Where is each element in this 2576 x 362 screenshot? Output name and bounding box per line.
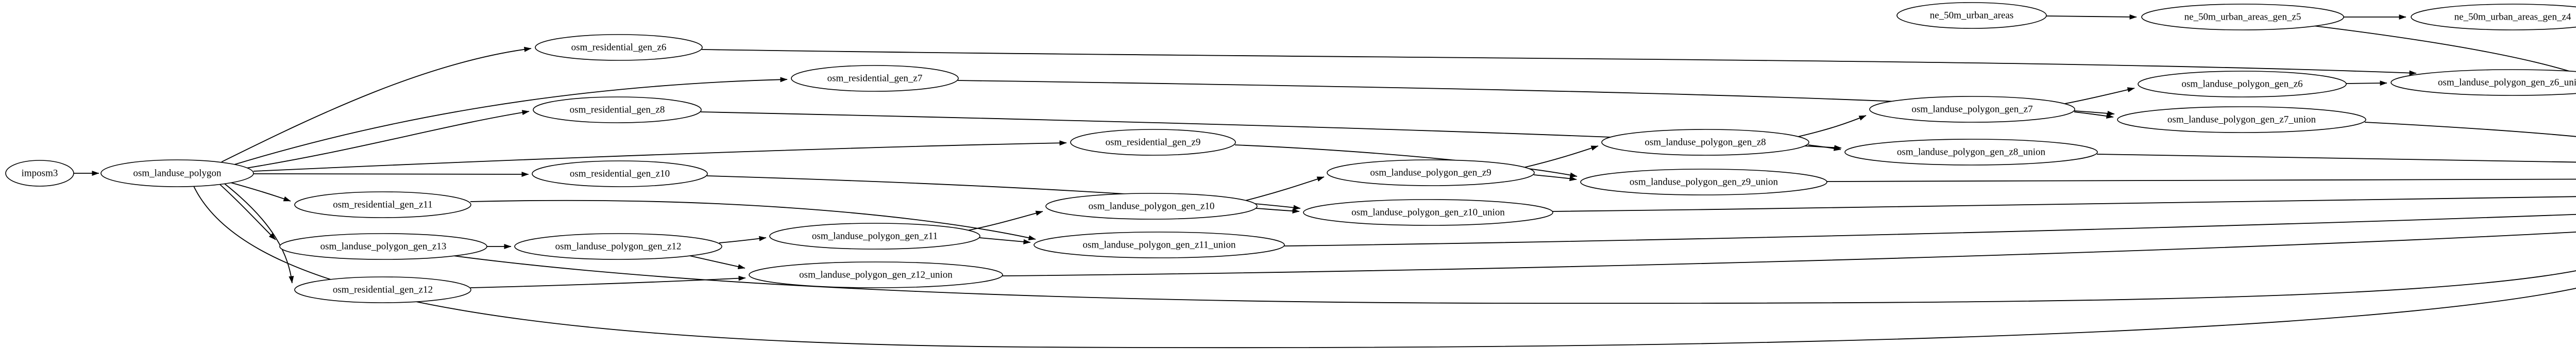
node-ne-50m-urban-areas-gen-z5: ne_50m_urban_areas_gen_z5	[2141, 4, 2344, 30]
node-label: osm_landuse_polygon_gen_z12	[555, 241, 682, 252]
node-osm-landuse-polygon-gen-z6-union: osm_landuse_polygon_gen_z6_union	[2391, 69, 2576, 96]
node-osm-landuse-polygon-gen-z10-union: osm_landuse_polygon_gen_z10_union	[1303, 199, 1553, 226]
node-osm-landuse-polygon-gen-z12: osm_landuse_polygon_gen_z12	[514, 233, 722, 260]
node-label: osm_landuse_polygon_gen_z9	[1370, 168, 1491, 178]
node-label: osm_residential_gen_z10	[570, 169, 670, 179]
edge-res-z9-to-gen-z9-union	[1234, 144, 1578, 178]
edge-layer	[74, 14, 2576, 349]
edge-osm-landuse-polygon-to-osm-residential-gen-z8	[243, 110, 530, 169]
node-osm-residential-gen-z9: osm_residential_gen_z9	[1070, 129, 1236, 156]
edge-gen-z9-to-gen-z9-union	[1533, 174, 1577, 182]
edge-gen-z6-to-gen-z6-union	[2346, 80, 2387, 86]
node-label: osm_landuse_polygon_gen_z6_union	[2438, 77, 2576, 88]
node-label: osm_landuse_polygon_gen_z12_union	[799, 270, 953, 281]
node-label: osm_residential_gen_z6	[571, 42, 667, 53]
node-label: ne_50m_urban_areas_gen_z4	[2454, 12, 2571, 23]
node-label: osm_landuse_polygon_gen_z13	[320, 241, 447, 252]
edge-gen-z11-to-gen-z11-union	[979, 237, 1031, 244]
edge-gen-z10-to-gen-z10-union	[1256, 208, 1300, 214]
edge-res-z11-to-gen-z11-union	[470, 200, 1036, 240]
node-osm-landuse-polygon-gen-z11-union: osm_landuse_polygon_gen_z11_union	[1033, 232, 1285, 258]
edge-gen-z11-to-gen-z10	[967, 210, 1043, 231]
node-osm-landuse-polygon-gen-z12-union: osm_landuse_polygon_gen_z12_union	[749, 261, 1003, 288]
node-osm-residential-gen-z11: osm_residential_gen_z11	[294, 191, 471, 218]
edge-osm-landuse-polygon-to-osm-residential-gen-z12	[223, 182, 294, 284]
edge-osm-landuse-polygon-to-osm-landuse-polygon-gen-z13	[218, 183, 276, 240]
edge-gen-z8-to-gen-z7	[1798, 115, 1867, 137]
node-osm-landuse-polygon-gen-z7: osm_landuse_polygon_gen_z7	[1869, 96, 2075, 123]
edge-gen-z10-union-to-layer-landuse-z10	[1552, 196, 2576, 212]
node-osm-residential-gen-z7: osm_residential_gen_z7	[791, 65, 959, 92]
node-osm-landuse-polygon-gen-z13: osm_landuse_polygon_gen_z13	[279, 233, 487, 260]
edge-gen-z10-to-gen-z9	[1245, 176, 1325, 201]
edge-osm-landuse-polygon-to-osm-residential-gen-z9	[253, 140, 1067, 172]
node-osm-landuse-polygon-gen-z9-union: osm_landuse_polygon_gen_z9_union	[1580, 169, 1827, 195]
node-ne-50m-urban-areas: ne_50m_urban_areas	[1896, 2, 2047, 29]
node-label: osm_residential_gen_z7	[827, 73, 923, 84]
node-imposm3: imposm3	[5, 160, 74, 187]
node-label: osm_landuse_polygon_gen_z9_union	[1630, 177, 1778, 188]
edge-gen-z12-to-gen-z11	[719, 236, 767, 243]
edge-gen-z9-union-to-layer-landuse-z9	[1826, 178, 2576, 182]
edge-gen-z7-union-to-layer-landuse-z7	[2364, 122, 2576, 137]
edge-ne-50m-urban-areas-to-ne-gen-z5	[2046, 14, 2137, 20]
node-osm-residential-gen-z12: osm_residential_gen_z12	[294, 276, 471, 303]
edge-res-z12-to-gen-z12-union	[470, 275, 746, 288]
node-label: osm_landuse_polygon_gen_z8_union	[1897, 147, 2046, 158]
edge-gen-z11-union-to-layer-landuse-z11	[1283, 213, 2576, 246]
node-label: ne_50m_urban_areas	[1930, 10, 2014, 21]
node-label: osm_residential_gen_z11	[333, 200, 432, 210]
edge-gen-z9-to-gen-z8	[1523, 145, 1599, 168]
node-label: osm_landuse_polygon_gen_z10_union	[1351, 207, 1505, 218]
edge-gen-z7-to-gen-z6	[2064, 87, 2135, 104]
node-osm-landuse-polygon-gen-z11: osm_landuse_polygon_gen_z11	[769, 223, 980, 250]
edge-gen-z13-to-layer-landuse-z13	[453, 255, 2576, 304]
edge-gen-z7-to-gen-z7-union	[2074, 111, 2114, 119]
node-label: osm_landuse_polygon_gen_z10	[1089, 201, 1215, 212]
node-osm-residential-gen-z10: osm_residential_gen_z10	[532, 160, 708, 187]
edge-osm-landuse-polygon-to-layer-landuse-z14	[193, 185, 2576, 349]
node-osm-landuse-polygon-gen-z8: osm_landuse_polygon_gen_z8	[1601, 129, 1809, 156]
node-osm-landuse-polygon: osm_landuse_polygon	[100, 159, 254, 187]
node-label: osm_residential_gen_z9	[1106, 137, 1201, 148]
node-label: osm_landuse_polygon_gen_z8	[1645, 137, 1766, 148]
node-osm-residential-gen-z6: osm_residential_gen_z6	[535, 34, 703, 61]
node-osm-landuse-polygon-gen-z9: osm_landuse_polygon_gen_z9	[1327, 159, 1535, 186]
edge-osm-landuse-polygon-to-osm-residential-gen-z11	[226, 181, 291, 202]
node-label: osm_residential_gen_z12	[333, 285, 433, 295]
node-label: osm_landuse_polygon_gen_z11_union	[1083, 240, 1236, 251]
edge-osm-landuse-polygon-to-osm-residential-gen-z6	[221, 46, 532, 162]
edge-gen-z12-union-to-layer-landuse-z12	[1002, 232, 2576, 276]
node-label: osm_landuse_polygon_gen_z7_union	[2167, 114, 2316, 125]
node-label: osm_landuse_polygon	[133, 168, 222, 179]
node-osm-landuse-polygon-gen-z10: osm_landuse_polygon_gen_z10	[1045, 193, 1258, 220]
node-label: osm_landuse_polygon_gen_z11	[812, 231, 938, 242]
edge-gen-z12-to-gen-z12-union	[685, 254, 745, 269]
node-label: imposm3	[22, 168, 58, 179]
node-osm-landuse-polygon-gen-z8-union: osm_landuse_polygon_gen_z8_union	[1844, 139, 2098, 166]
node-ne-50m-urban-areas-gen-z4: ne_50m_urban_areas_gen_z4	[2411, 4, 2576, 30]
node-osm-residential-gen-z8: osm_residential_gen_z8	[533, 96, 702, 123]
edge-osm-landuse-polygon-to-osm-residential-gen-z7	[234, 77, 788, 165]
node-label: osm_residential_gen_z8	[570, 105, 665, 116]
edge-res-z6-to-gen-z6-union	[701, 49, 2417, 76]
node-label: osm_landuse_polygon_gen_z7	[1911, 104, 2032, 115]
node-osm-landuse-polygon-gen-z6: osm_landuse_polygon_gen_z6	[2138, 71, 2347, 97]
edge-ne-gen-z5-to-layer-landuse-z5	[2313, 25, 2576, 74]
node-label: osm_landuse_polygon_gen_z6	[2181, 79, 2302, 90]
edge-gen-z8-union-to-layer-landuse-z8	[2096, 154, 2576, 163]
node-osm-landuse-polygon-gen-z7-union: osm_landuse_polygon_gen_z7_union	[2117, 106, 2366, 133]
node-label: ne_50m_urban_areas_gen_z5	[2184, 12, 2301, 23]
